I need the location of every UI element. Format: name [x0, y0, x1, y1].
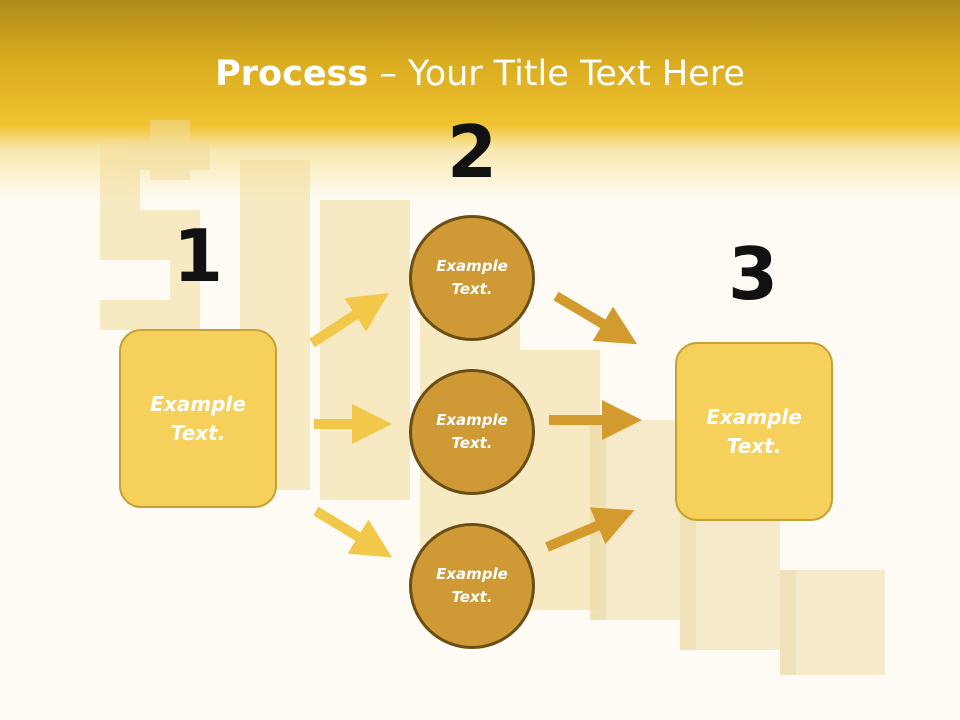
- step-2-circle-top-text: Example Text.: [436, 257, 508, 298]
- step-1-text: Example Text.: [150, 391, 246, 445]
- step-number-3: 3: [727, 232, 779, 316]
- step-2-circle-top: Example Text.: [409, 215, 535, 341]
- slide-title: Process – Your Title Text Here: [0, 52, 960, 96]
- arrow-1-to-bottom: [313, 506, 393, 558]
- title-rest: – Your Title Text Here: [368, 54, 745, 94]
- step-1-box: Example Text.: [119, 329, 277, 508]
- step-2-circle-middle: Example Text.: [409, 369, 535, 495]
- step-2-circle-bottom: Example Text.: [409, 523, 535, 649]
- step-number-2: 2: [446, 110, 498, 194]
- arrow-top-to-3: [553, 291, 638, 345]
- step-3-text: Example Text.: [706, 404, 802, 458]
- arrow-1-to-top: [309, 293, 389, 348]
- arrow-bottom-to-3: [545, 507, 635, 552]
- title-bold: Process: [215, 54, 369, 94]
- step-number-1: 1: [172, 214, 224, 298]
- step-2-circle-middle-text: Example Text.: [436, 411, 508, 452]
- step-3-box: Example Text.: [675, 342, 833, 521]
- step-2-circle-bottom-text: Example Text.: [436, 565, 508, 606]
